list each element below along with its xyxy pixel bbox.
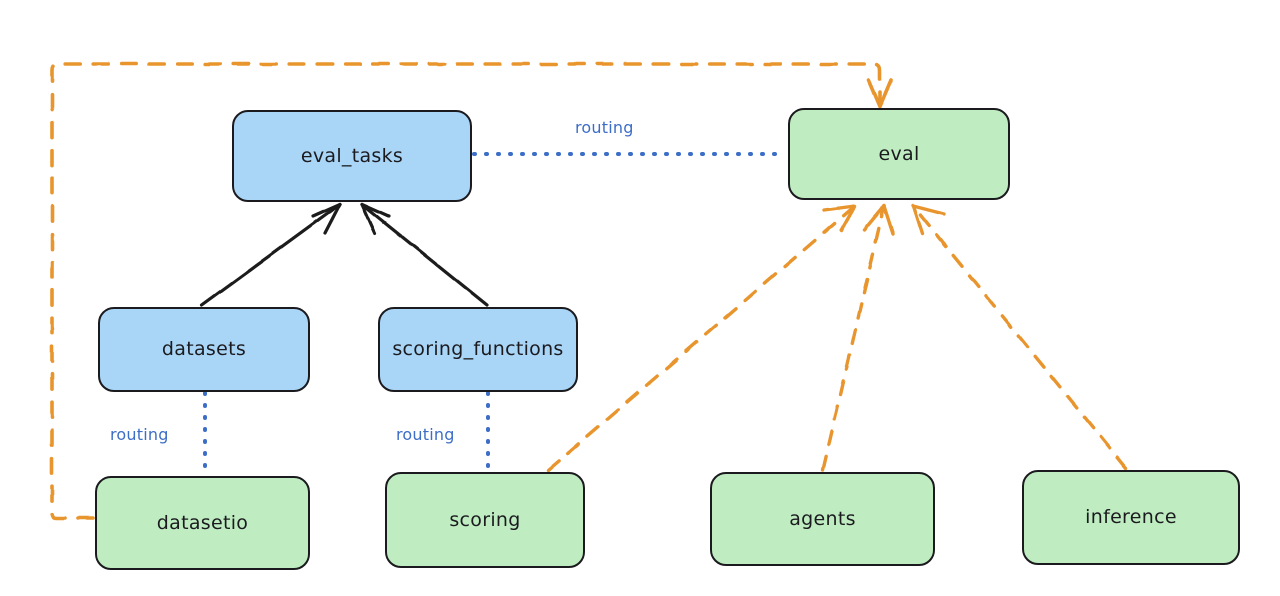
edge-agents-to-eval-dependency [821, 204, 895, 472]
node-label: inference [1085, 506, 1177, 529]
node-datasetio[interactable]: datasetio [95, 476, 310, 570]
edge-datasets-to-eval-tasks [200, 202, 342, 307]
node-label: datasetio [156, 511, 249, 534]
node-eval[interactable]: eval [788, 108, 1010, 200]
edge-scoring-to-eval-dependency [546, 204, 857, 472]
node-label: datasets [161, 338, 247, 361]
node-datasets[interactable]: datasets [98, 307, 310, 392]
node-label: scoring_functions [392, 338, 564, 361]
node-inference[interactable]: inference [1022, 470, 1240, 565]
edge-inference-to-eval-dependency [911, 204, 1128, 470]
edge-label-routing-datasetio: routing [110, 425, 169, 444]
node-label: scoring [449, 508, 521, 531]
edge-label-routing-scoring: routing [396, 425, 455, 444]
node-scoring[interactable]: scoring [385, 472, 585, 568]
node-label: eval_tasks [300, 144, 404, 167]
node-agents[interactable]: agents [710, 472, 935, 566]
node-label: eval [878, 142, 920, 165]
edge-label-routing-eval: routing [575, 118, 634, 137]
node-label: agents [789, 507, 856, 530]
edge-scoring-functions-to-eval-tasks [360, 202, 489, 307]
node-eval-tasks[interactable]: eval_tasks [232, 110, 472, 202]
node-scoring-functions[interactable]: scoring_functions [378, 307, 578, 392]
